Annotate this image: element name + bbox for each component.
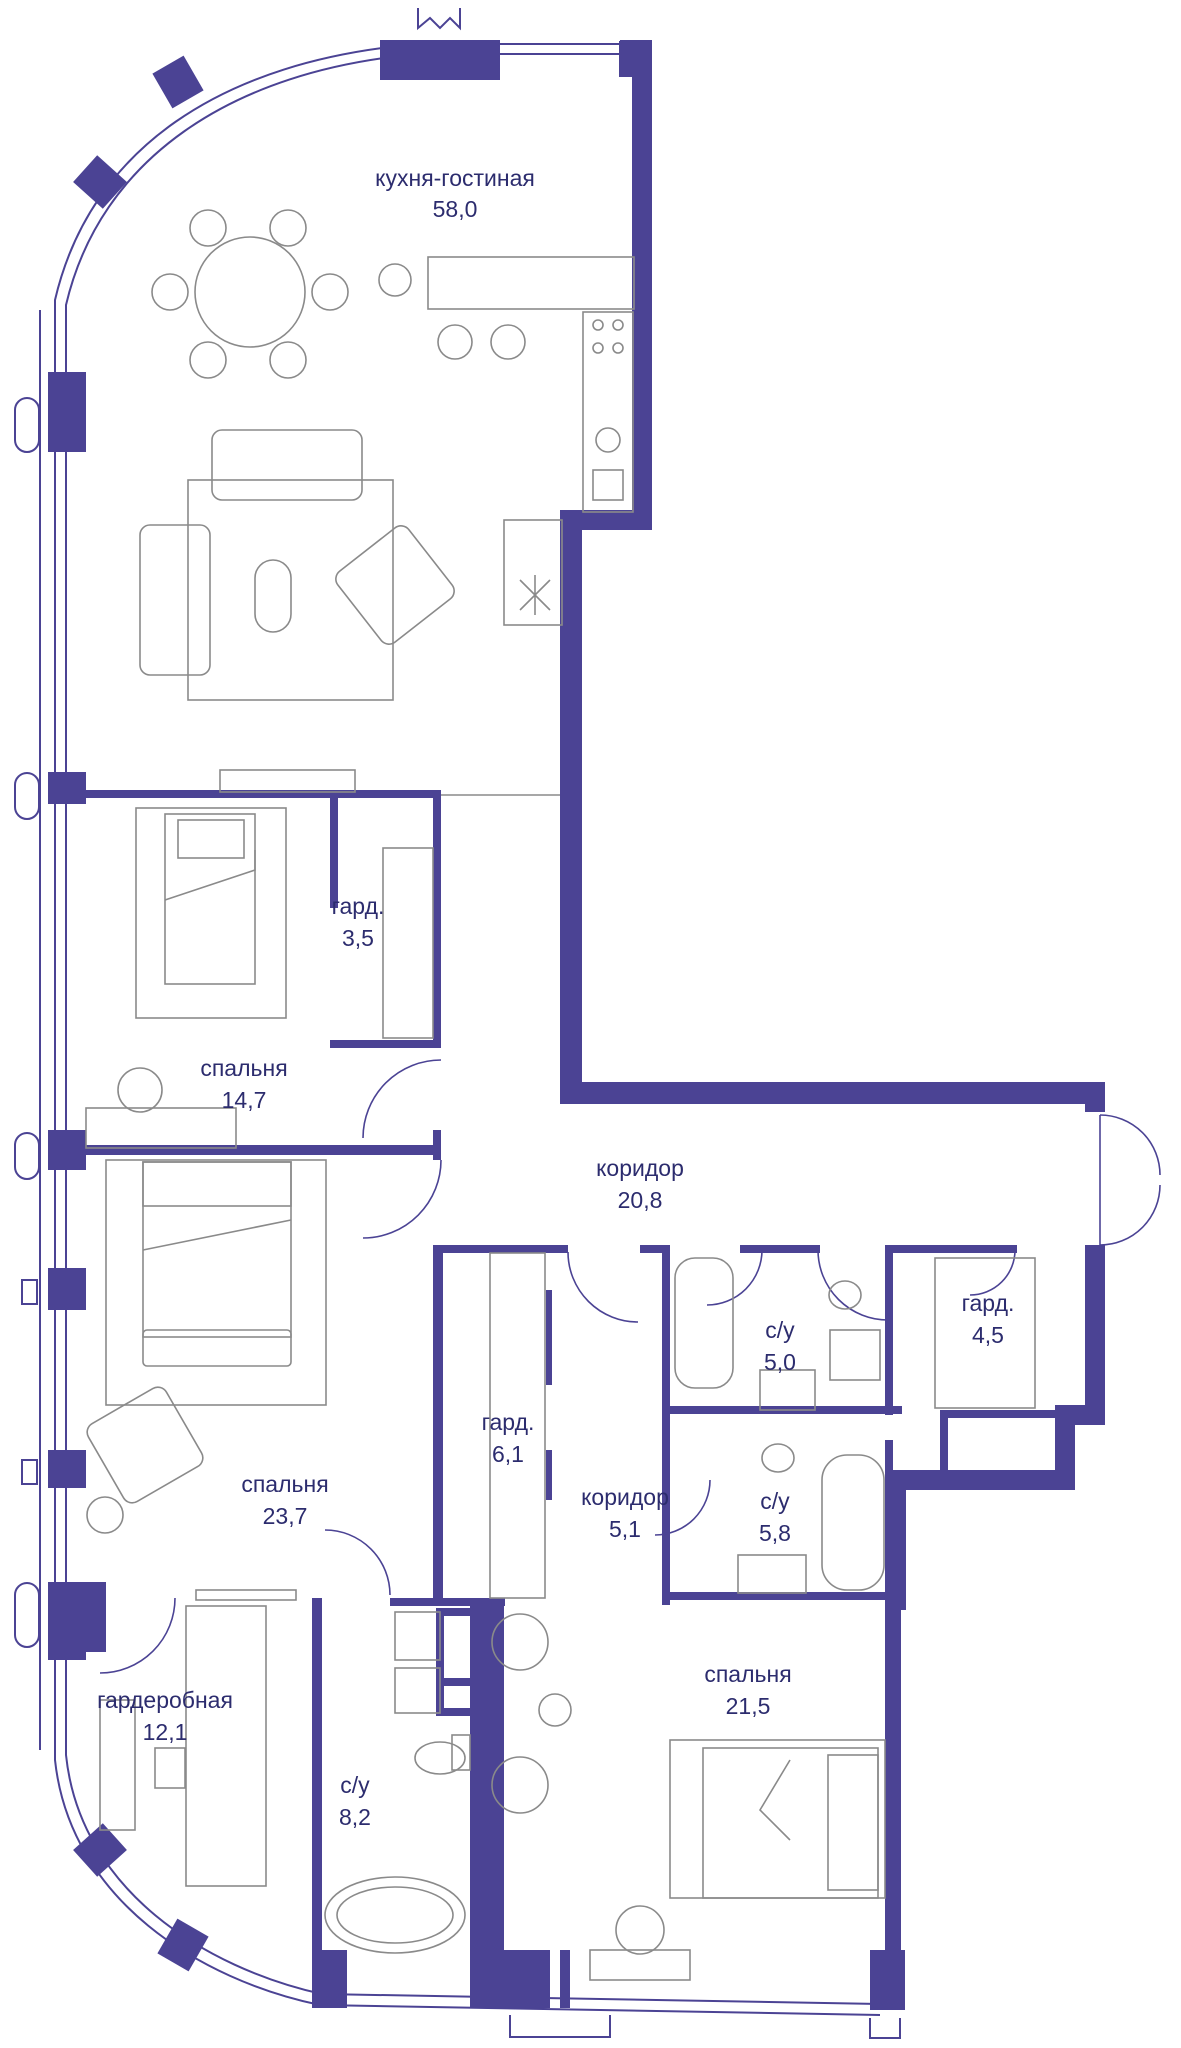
bathtub-2 xyxy=(821,1454,885,1591)
room-area-corridor-2: 5,1 xyxy=(609,1516,641,1542)
room-area-wardrobe-1: 3,5 xyxy=(342,925,374,951)
room-name-dressing-room: гардеробная xyxy=(97,1687,233,1713)
furniture xyxy=(85,209,1036,1981)
room-name-bedroom-3: спальня xyxy=(704,1661,791,1687)
dining-table xyxy=(151,209,349,379)
exterior-glazing xyxy=(39,43,881,2016)
bed-1 xyxy=(135,807,287,1019)
room-area-wardrobe-3: 6,1 xyxy=(492,1441,524,1467)
room-name-bedroom-2: спальня xyxy=(241,1471,328,1497)
room-name-corridor-1: коридор xyxy=(596,1155,684,1181)
room-area-bathroom-3: 8,2 xyxy=(339,1804,371,1830)
room-area-bathroom-1: 5,0 xyxy=(764,1349,796,1375)
room-name-bathroom-1: с/у xyxy=(765,1317,795,1343)
room-name-wardrobe-2: гард. xyxy=(962,1290,1015,1316)
walls xyxy=(48,40,1105,2010)
doors xyxy=(99,1059,1161,1674)
bathtub-1 xyxy=(674,1257,734,1389)
tv-unit xyxy=(219,769,356,793)
room-name-kitchen-living: кухня-гостиная xyxy=(375,165,535,191)
room-area-kitchen-living: 58,0 xyxy=(433,196,478,222)
room-area-corridor-1: 20,8 xyxy=(618,1187,663,1213)
room-area-wardrobe-2: 4,5 xyxy=(972,1322,1004,1348)
room-area-bedroom-3: 21,5 xyxy=(726,1693,771,1719)
armchair xyxy=(86,1386,204,1504)
sofa-set xyxy=(139,429,455,701)
bathtub-oval xyxy=(324,1876,466,1954)
room-name-wardrobe-3: гард. xyxy=(482,1409,535,1435)
kitchen-counter xyxy=(582,311,634,513)
room-name-bathroom-2: с/у xyxy=(760,1488,790,1514)
bed-2 xyxy=(105,1159,327,1406)
room-name-bedroom-1: спальня xyxy=(200,1055,287,1081)
room-area-bathroom-2: 5,8 xyxy=(759,1520,791,1546)
bed-3 xyxy=(669,1739,886,1899)
room-name-wardrobe-1: гард. xyxy=(332,893,385,919)
room-area-bedroom-1: 14,7 xyxy=(222,1087,267,1113)
room-labels: кухня-гостиная 58,0 гард. 3,5 спальня 14… xyxy=(97,165,1014,1830)
room-area-dressing-room: 12,1 xyxy=(143,1719,188,1745)
room-area-bedroom-2: 23,7 xyxy=(263,1503,308,1529)
windows xyxy=(14,8,901,2039)
kitchen-island xyxy=(427,256,635,310)
room-name-bathroom-3: с/у xyxy=(340,1772,370,1798)
room-name-corridor-2: коридор xyxy=(581,1484,669,1510)
